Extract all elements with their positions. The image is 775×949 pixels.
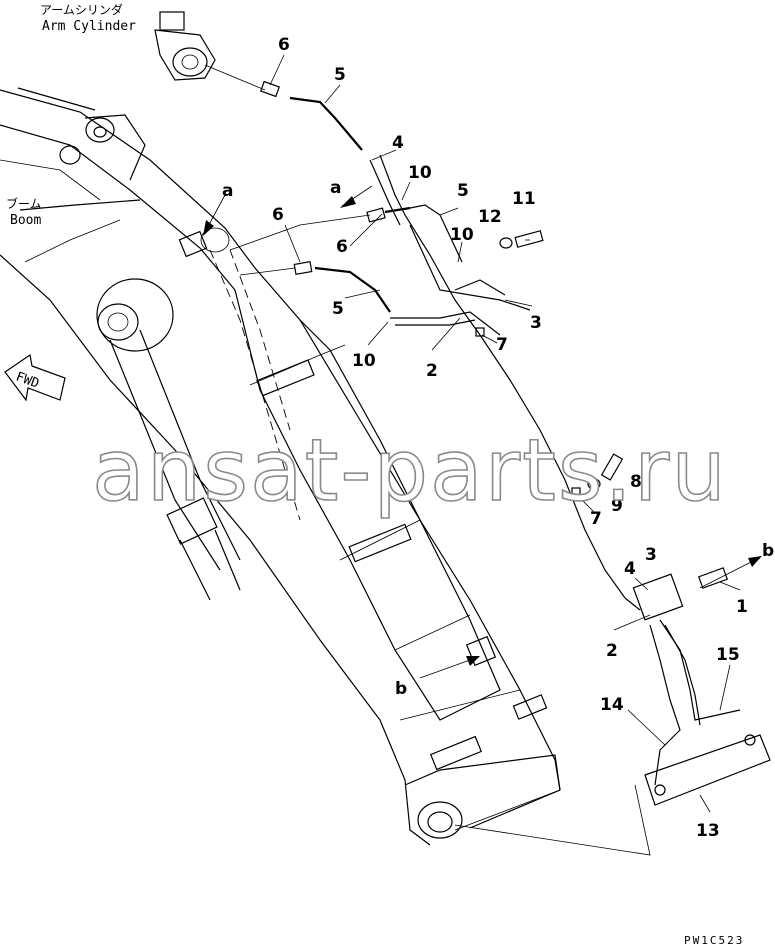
callout-14: 14 [600,695,624,715]
callout-5-mid: 5 [457,181,469,201]
callout-10-mid: 10 [450,225,474,245]
callout-6-mid: 6 [272,205,284,225]
callout-3-lower: 3 [645,545,657,565]
view-a-label-upper: a [330,178,341,198]
callout-4-lower: 4 [624,559,636,579]
callout-5-lower: 5 [332,299,344,319]
boom-structure [0,87,561,846]
boom-en-label: Boom [10,213,41,228]
callout-15: 15 [716,645,740,665]
callout-2-lower: 2 [606,641,618,661]
arrow-b-left-head [466,656,480,666]
callout-10-lower: 10 [352,351,376,371]
callout-6-lower: 6 [336,237,348,257]
grease-piping [204,64,771,856]
arm-cylinder [154,11,216,81]
callout-8: 8 [630,472,642,492]
view-b-label-left: b [395,679,407,699]
view-a-label-lower: a [222,181,233,201]
drawing-code: PW1C523 [684,934,744,947]
callout-3-top: 3 [530,313,542,333]
fwd-arrow-icon [4,353,66,402]
callout-7-top: 7 [496,335,508,355]
arrow-a-lower-head [203,220,214,236]
boom-jp-label: ブーム [6,196,42,211]
callout-12: 12 [478,207,502,227]
view-arrows [203,185,762,679]
arm-cylinder-jp-label: アームシリンダ [40,2,123,17]
callout-13: 13 [696,821,720,841]
callout-5-top: 5 [334,65,346,85]
callout-11: 11 [512,189,536,209]
callout-10-top: 10 [408,163,432,183]
text-labels: アームシリンダ Arm Cylinder ブーム Boom FWD a a b … [6,2,774,947]
arrow-a-upper-head [340,196,356,208]
callout-4-top: 4 [392,133,404,153]
callout-7-lower: 7 [590,509,602,529]
view-b-label-right: b [762,541,774,561]
callout-2-top: 2 [426,361,438,381]
arrow-b-right-head [748,556,762,567]
callout-9: 9 [611,496,623,516]
callout-6-top: 6 [278,35,290,55]
arm-cylinder-en-label: Arm Cylinder [42,19,136,34]
callout-1: 1 [736,597,748,617]
leader-lines [269,54,741,813]
watermark: ansat-parts.ru [92,421,728,521]
